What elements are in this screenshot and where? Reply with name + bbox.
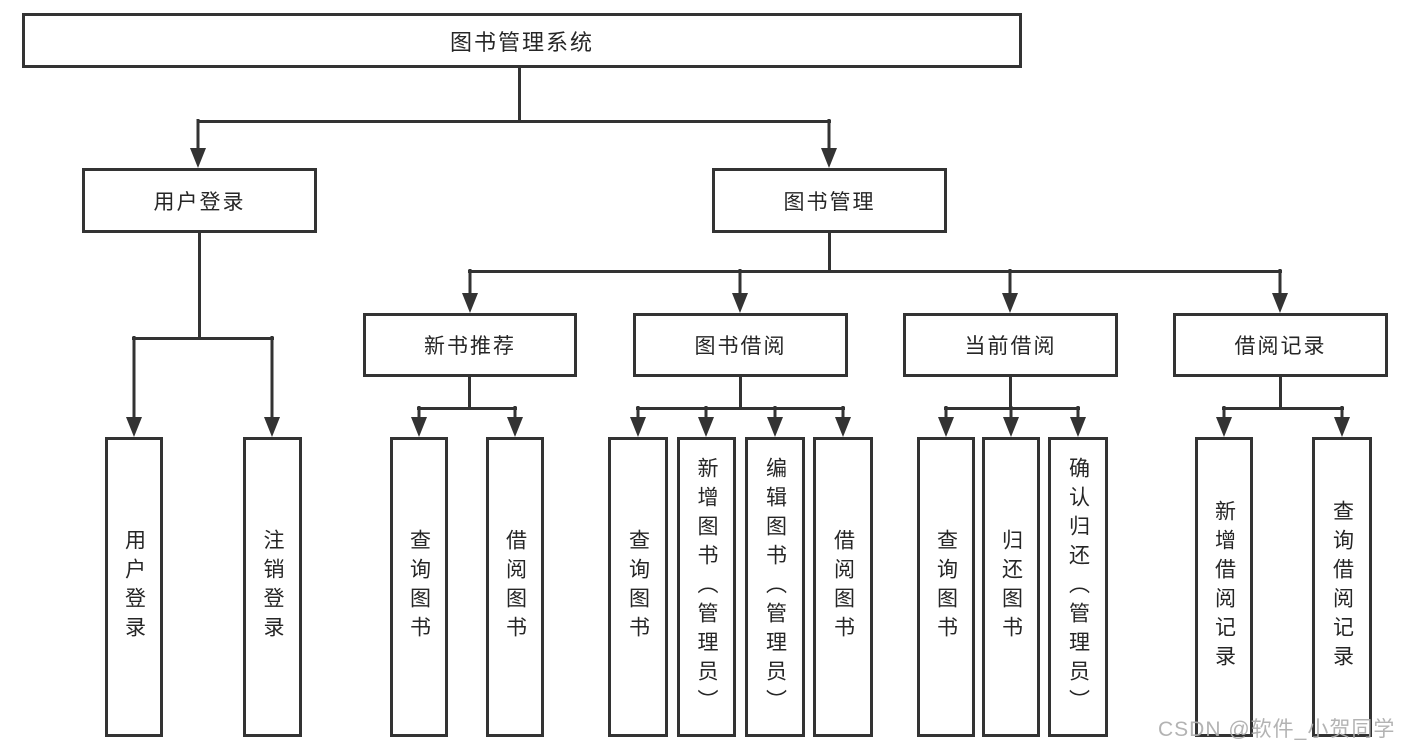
leaf-current-query-books: 查询图书 xyxy=(917,437,975,737)
arrow-records-query-icon xyxy=(1334,407,1350,437)
arrow-borrow-add-icon xyxy=(698,407,714,437)
arrow-new-book-query-icon xyxy=(411,407,427,437)
connector-new-book-bar xyxy=(417,407,517,410)
leaf-current-return-books: 归还图书 xyxy=(982,437,1040,737)
arrow-to-current-borrow-icon xyxy=(1002,270,1018,313)
leaf-borrow-add-books-admin: 新增图书（管理员） xyxy=(677,437,736,737)
connector-current-borrow-stem xyxy=(1009,377,1012,410)
csdn-watermark: CSDN @软件_小贺同学 xyxy=(1158,718,1396,741)
arrow-to-book-borrow-icon xyxy=(732,270,748,313)
connector-borrow-records-stem xyxy=(1279,377,1282,410)
connector-user-login-bar xyxy=(132,337,274,340)
leaf-user-login: 用户登录 xyxy=(105,437,163,737)
node-borrow-records: 借阅记录 xyxy=(1173,313,1388,377)
arrow-to-leaf-logout-icon xyxy=(264,337,280,437)
connector-book-borrow-stem xyxy=(739,377,742,410)
node-library-management-system: 图书管理系统 xyxy=(22,13,1022,68)
leaf-records-query-record: 查询借阅记录 xyxy=(1312,437,1372,737)
arrow-borrow-edit-icon xyxy=(767,407,783,437)
leaf-borrow-borrow-books: 借阅图书 xyxy=(813,437,873,737)
arrow-current-confirm-icon xyxy=(1070,407,1086,437)
leaf-records-add-record: 新增借阅记录 xyxy=(1195,437,1253,737)
leaf-borrow-query-books: 查询图书 xyxy=(608,437,668,737)
arrow-current-query-icon xyxy=(938,407,954,437)
arrow-to-borrow-records-icon xyxy=(1272,270,1288,313)
arrow-new-book-borrow-icon xyxy=(507,407,523,437)
arrow-borrow-borrow-icon xyxy=(835,407,851,437)
connector-root-stem xyxy=(518,68,521,123)
node-user-login: 用户登录 xyxy=(82,168,317,233)
connector-book-management-bar xyxy=(468,270,1282,273)
leaf-logout: 注销登录 xyxy=(243,437,302,737)
arrow-to-new-book-recommend-icon xyxy=(462,270,478,313)
arrow-current-return-icon xyxy=(1003,407,1019,437)
arrow-borrow-query-icon xyxy=(630,407,646,437)
connector-new-book-stem xyxy=(468,377,471,410)
connector-book-borrow-bar xyxy=(636,407,845,410)
connector-user-login-stem xyxy=(198,233,201,339)
arrow-records-add-icon xyxy=(1216,407,1232,437)
leaf-current-confirm-return-admin: 确认归还（管理员） xyxy=(1048,437,1108,737)
leaf-newbook-query-books: 查询图书 xyxy=(390,437,448,737)
node-book-borrow: 图书借阅 xyxy=(633,313,848,377)
arrow-to-user-login-icon xyxy=(190,120,206,168)
leaf-borrow-edit-books-admin: 编辑图书（管理员） xyxy=(745,437,805,737)
connector-borrow-records-bar xyxy=(1222,407,1344,410)
arrow-to-book-management-icon xyxy=(821,120,837,168)
node-book-management: 图书管理 xyxy=(712,168,947,233)
connector-book-management-stem xyxy=(828,233,831,273)
connector-root-bar xyxy=(197,120,831,123)
node-new-book-recommend: 新书推荐 xyxy=(363,313,577,377)
arrow-to-leaf-user-login-icon xyxy=(126,337,142,437)
leaf-newbook-borrow-books: 借阅图书 xyxy=(486,437,544,737)
node-current-borrow: 当前借阅 xyxy=(903,313,1118,377)
